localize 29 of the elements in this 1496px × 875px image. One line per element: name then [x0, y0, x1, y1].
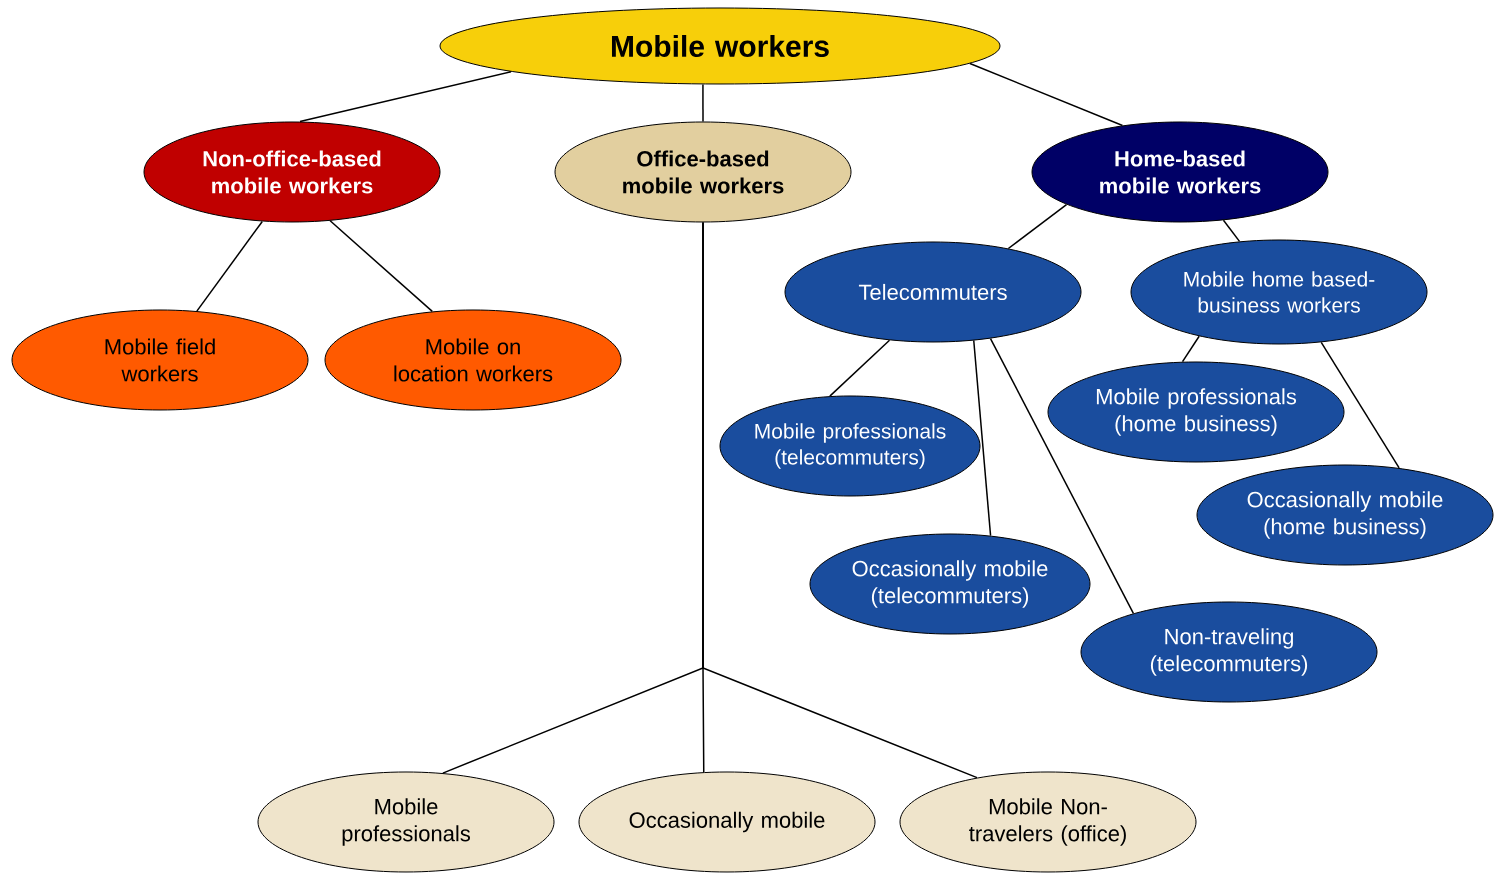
- connector-line: [989, 337, 1135, 615]
- ellipse-node: Mobile professionals (telecommuters): [719, 395, 981, 497]
- ellipse-node: Telecommuters: [784, 241, 1082, 343]
- ellipse-node: Mobile professionals: [257, 771, 555, 873]
- connector-line: [1222, 219, 1241, 243]
- ellipse-node: Mobile on location workers: [324, 309, 622, 411]
- ellipse-node: Occasionally mobile (telecommuters): [809, 533, 1091, 635]
- connector-line: [196, 220, 264, 312]
- connector-line: [702, 221, 978, 779]
- ellipse-node: Mobile professionals (home business): [1047, 361, 1345, 463]
- connector-line: [329, 220, 433, 313]
- ellipse-node: Office-based mobile workers: [554, 121, 852, 223]
- connector-line: [829, 339, 891, 397]
- connector-line: [1181, 335, 1200, 363]
- ellipse-node: Mobile workers: [439, 7, 1001, 85]
- ellipse-node: Non-traveling (telecommuters): [1080, 601, 1378, 703]
- ellipse-node: Mobile field workers: [11, 309, 309, 411]
- ellipse-node: Mobile home based-business workers: [1130, 239, 1428, 345]
- ellipse-node: Non-office-based mobile workers: [143, 121, 441, 223]
- ellipse-node: Mobile Non-travelers (office): [899, 771, 1197, 873]
- connector-line: [702, 83, 704, 123]
- ellipse-node: Occasionally mobile: [578, 771, 876, 873]
- connector-line: [299, 70, 512, 123]
- ellipse-node: Occasionally mobile (home business): [1196, 464, 1494, 566]
- connector-line: [969, 62, 1124, 127]
- connector-line: [1320, 341, 1400, 469]
- ellipse-node: Home-based mobile workers: [1031, 121, 1329, 223]
- connector-line: [1007, 203, 1068, 250]
- connector-line: [973, 339, 992, 537]
